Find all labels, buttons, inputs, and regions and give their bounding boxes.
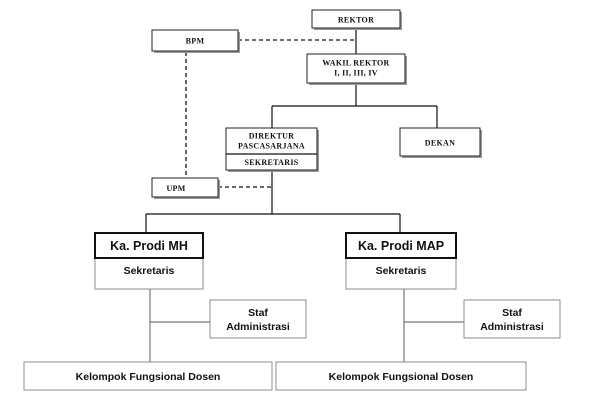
staf-map-box: Staf Administrasi — [463, 299, 561, 339]
rektor-label: REKTOR — [338, 16, 374, 25]
kelompok-map-box: Kelompok Fungsional Dosen — [275, 361, 527, 391]
direktur-label-2: PASCASARJANA — [238, 142, 305, 151]
rektor-box: REKTOR — [311, 9, 402, 30]
kaprodi-map-box: Ka. Prodi MAP Sekretaris — [345, 232, 457, 290]
kaprodi-mh-box: Ka. Prodi MH Sekretaris — [94, 232, 204, 290]
kaprodi-map-label: Ka. Prodi MAP — [358, 239, 444, 253]
wakil-rektor-box: WAKIL REKTOR I, II, III, IV — [306, 53, 407, 85]
kaprodi-mh-label: Ka. Prodi MH — [110, 239, 188, 253]
kelompok-mh-box: Kelompok Fungsional Dosen — [23, 361, 273, 391]
staf-mh-label-1: Staf — [248, 307, 268, 319]
connectors — [145, 28, 464, 362]
sekretaris-pasca-label: SEKRETARIS — [245, 158, 299, 167]
upm-label: UPM — [166, 184, 185, 193]
direktur-box: DIREKTUR PASCASARJANA SEKRETARIS — [225, 127, 319, 172]
dekan-box: DEKAN — [399, 127, 482, 158]
bpm-box: BPM — [151, 29, 240, 53]
upm-box: UPM — [151, 177, 220, 199]
wakil-rektor-label-2: I, II, III, IV — [334, 69, 378, 78]
kelompok-mh-label: Kelompok Fungsional Dosen — [76, 371, 221, 383]
wakil-rektor-label-1: WAKIL REKTOR — [322, 59, 389, 68]
sekretaris-map-label: Sekretaris — [376, 265, 427, 277]
dekan-label: DEKAN — [425, 139, 455, 148]
staf-mh-box: Staf Administrasi — [209, 299, 307, 339]
staf-map-label-2: Administrasi — [480, 321, 544, 333]
staf-map-label-1: Staf — [502, 307, 522, 319]
kelompok-map-label: Kelompok Fungsional Dosen — [329, 371, 474, 383]
bpm-label: BPM — [186, 37, 205, 46]
direktur-label-1: DIREKTUR — [249, 132, 295, 141]
sekretaris-mh-label: Sekretaris — [124, 265, 175, 277]
staf-mh-label-2: Administrasi — [226, 321, 290, 333]
